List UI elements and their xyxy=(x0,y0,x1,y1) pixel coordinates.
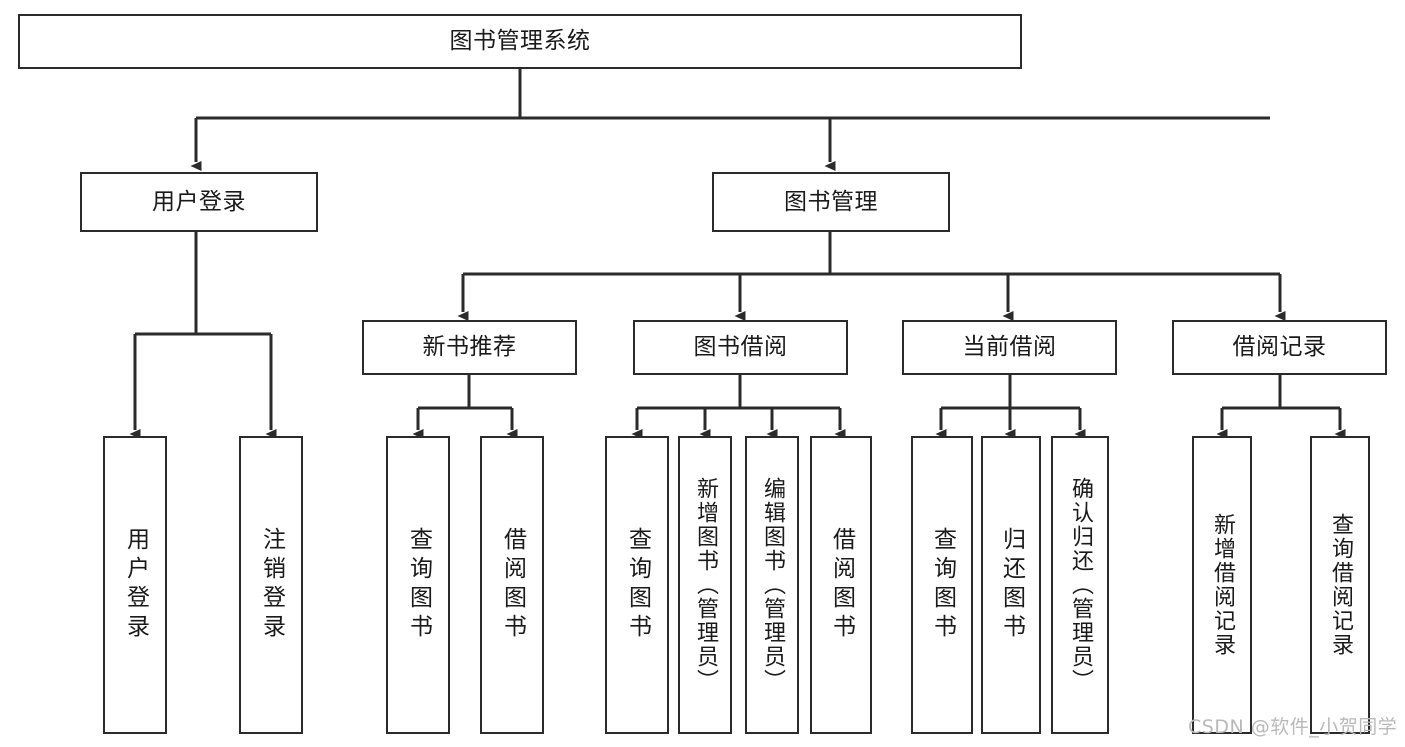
node-leaf-13[interactable]: 查询借阅记录 xyxy=(1310,436,1370,734)
node-book-manage[interactable]: 图书管理 xyxy=(712,172,950,232)
node-leaf-9[interactable]: 查询图书 xyxy=(911,436,973,734)
node-leaf-5-label: 查询图书 xyxy=(624,527,651,643)
node-leaf-11[interactable]: 确认归还（管理员） xyxy=(1051,436,1109,734)
node-leaf-2[interactable]: 注销登录 xyxy=(239,436,303,734)
node-leaf-13-label: 查询借阅记录 xyxy=(1328,513,1353,657)
node-leaf-4[interactable]: 借阅图书 xyxy=(480,436,544,734)
node-leaf-12[interactable]: 新增借阅记录 xyxy=(1192,436,1252,734)
node-leaf-4-label: 借阅图书 xyxy=(499,527,526,643)
node-leaf-6[interactable]: 新增图书（管理员） xyxy=(678,436,732,734)
node-leaf-2-label: 注销登录 xyxy=(258,527,285,643)
node-book-borrow[interactable]: 图书借阅 xyxy=(633,320,848,375)
node-user-login[interactable]: 用户登录 xyxy=(80,172,318,232)
node-leaf-8-label: 借阅图书 xyxy=(828,527,855,643)
node-leaf-5[interactable]: 查询图书 xyxy=(605,436,669,734)
node-current-borrow[interactable]: 当前借阅 xyxy=(902,320,1117,375)
node-leaf-7-label: 编辑图书（管理员） xyxy=(760,477,785,693)
node-leaf-1[interactable]: 用户登录 xyxy=(103,436,167,734)
node-book-manage-label: 图书管理 xyxy=(784,188,878,215)
node-borrow-record[interactable]: 借阅记录 xyxy=(1172,320,1387,375)
watermark: CSDN @软件_小贺同学 xyxy=(1188,716,1398,738)
node-leaf-3-label: 查询图书 xyxy=(405,527,432,643)
node-leaf-9-label: 查询图书 xyxy=(929,527,956,643)
node-user-login-label: 用户登录 xyxy=(152,188,246,215)
node-current-borrow-label: 当前借阅 xyxy=(962,334,1057,361)
node-leaf-8[interactable]: 借阅图书 xyxy=(810,436,872,734)
node-root[interactable]: 图书管理系统 xyxy=(18,14,1022,69)
node-leaf-3[interactable]: 查询图书 xyxy=(386,436,450,734)
node-leaf-6-label: 新增图书（管理员） xyxy=(693,477,718,693)
node-book-borrow-label: 图书借阅 xyxy=(693,334,788,361)
node-leaf-1-label: 用户登录 xyxy=(122,527,149,643)
node-new-book-rec-label: 新书推荐 xyxy=(422,334,517,361)
node-leaf-10-label: 归还图书 xyxy=(998,527,1025,643)
node-root-label: 图书管理系统 xyxy=(449,28,591,55)
node-borrow-record-label: 借阅记录 xyxy=(1232,334,1327,361)
node-leaf-10[interactable]: 归还图书 xyxy=(981,436,1041,734)
node-new-book-rec[interactable]: 新书推荐 xyxy=(362,320,577,375)
node-leaf-12-label: 新增借阅记录 xyxy=(1210,513,1235,657)
node-leaf-7[interactable]: 编辑图书（管理员） xyxy=(745,436,799,734)
node-leaf-11-label: 确认归还（管理员） xyxy=(1068,477,1093,693)
